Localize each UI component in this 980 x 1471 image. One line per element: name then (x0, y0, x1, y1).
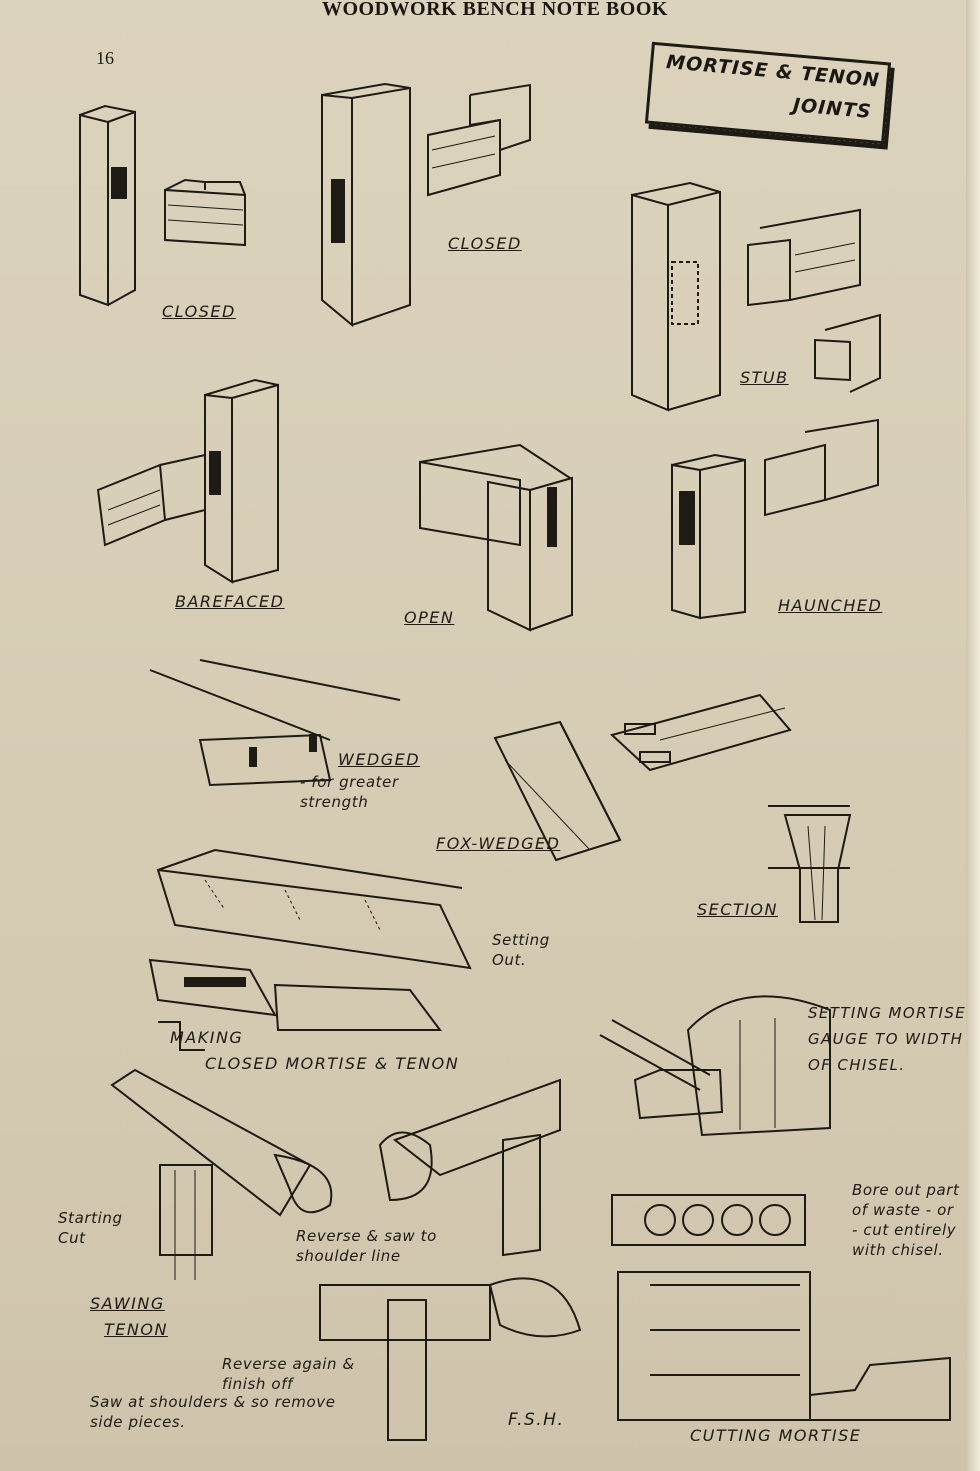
note-starting-cut: Starting Cut (58, 1209, 123, 1247)
book-title: WOODWORK BENCH NOTE BOOK (322, 0, 668, 20)
label-closed-1: CLOSED (162, 302, 236, 321)
label-stub: STUB (740, 368, 789, 387)
label-tenon: TENON (104, 1320, 168, 1339)
closed-joint-1-drawing (79, 104, 246, 307)
label-haunched: HAUNCHED (778, 596, 883, 615)
wedged-joint-drawing (149, 659, 401, 787)
label-sawing: SAWING (90, 1294, 165, 1313)
page-edge (966, 0, 980, 1471)
stub-joint-drawing (631, 181, 881, 412)
label-cutting-mortise: CUTTING MORTISE (690, 1426, 862, 1445)
page-number: 16 (96, 48, 114, 68)
label-closed-2: CLOSED (448, 234, 522, 253)
mortise-gauge-drawing (599, 995, 831, 1137)
barefaced-joint-drawing (96, 378, 279, 584)
label-closed-mortise-tenon: CLOSED MORTISE & TENON (205, 1054, 460, 1073)
label-barefaced: BAREFACED (175, 592, 285, 611)
note-reverse-saw: Reverse & saw to shoulder line (296, 1227, 437, 1265)
haunched-joint-drawing (671, 418, 879, 620)
label-fox-wedged: FOX-WEDGED (436, 834, 561, 853)
note-setting-gauge: SETTING MORTISE GAUGE TO WIDTH OF CHISEL… (808, 1004, 967, 1074)
fox-wedged-joint-drawing (493, 693, 792, 862)
note-wedged: - for greater strength (300, 773, 399, 811)
note-saw-shoulders: Saw at shoulders & so remove side pieces… (90, 1393, 336, 1431)
note-reverse-again: Reverse again & finish off (222, 1355, 355, 1393)
label-open: OPEN (404, 608, 455, 627)
setting-out-drawing (148, 848, 472, 1051)
note-setting-out: Setting Out. (492, 931, 550, 969)
note-bore-out: Bore out part of waste - or - cut entire… (852, 1181, 960, 1259)
section-drawing (768, 805, 852, 923)
signature: F.S.H. (508, 1410, 565, 1430)
label-wedged: WEDGED (338, 750, 421, 769)
label-section: SECTION (697, 900, 778, 919)
closed-joint-2-drawing (321, 82, 531, 328)
cutting-mortise-drawing (611, 1194, 951, 1421)
open-joint-drawing (419, 443, 573, 632)
sawing-tenon-drawing (110, 1068, 582, 1441)
label-making: MAKING (170, 1028, 244, 1047)
